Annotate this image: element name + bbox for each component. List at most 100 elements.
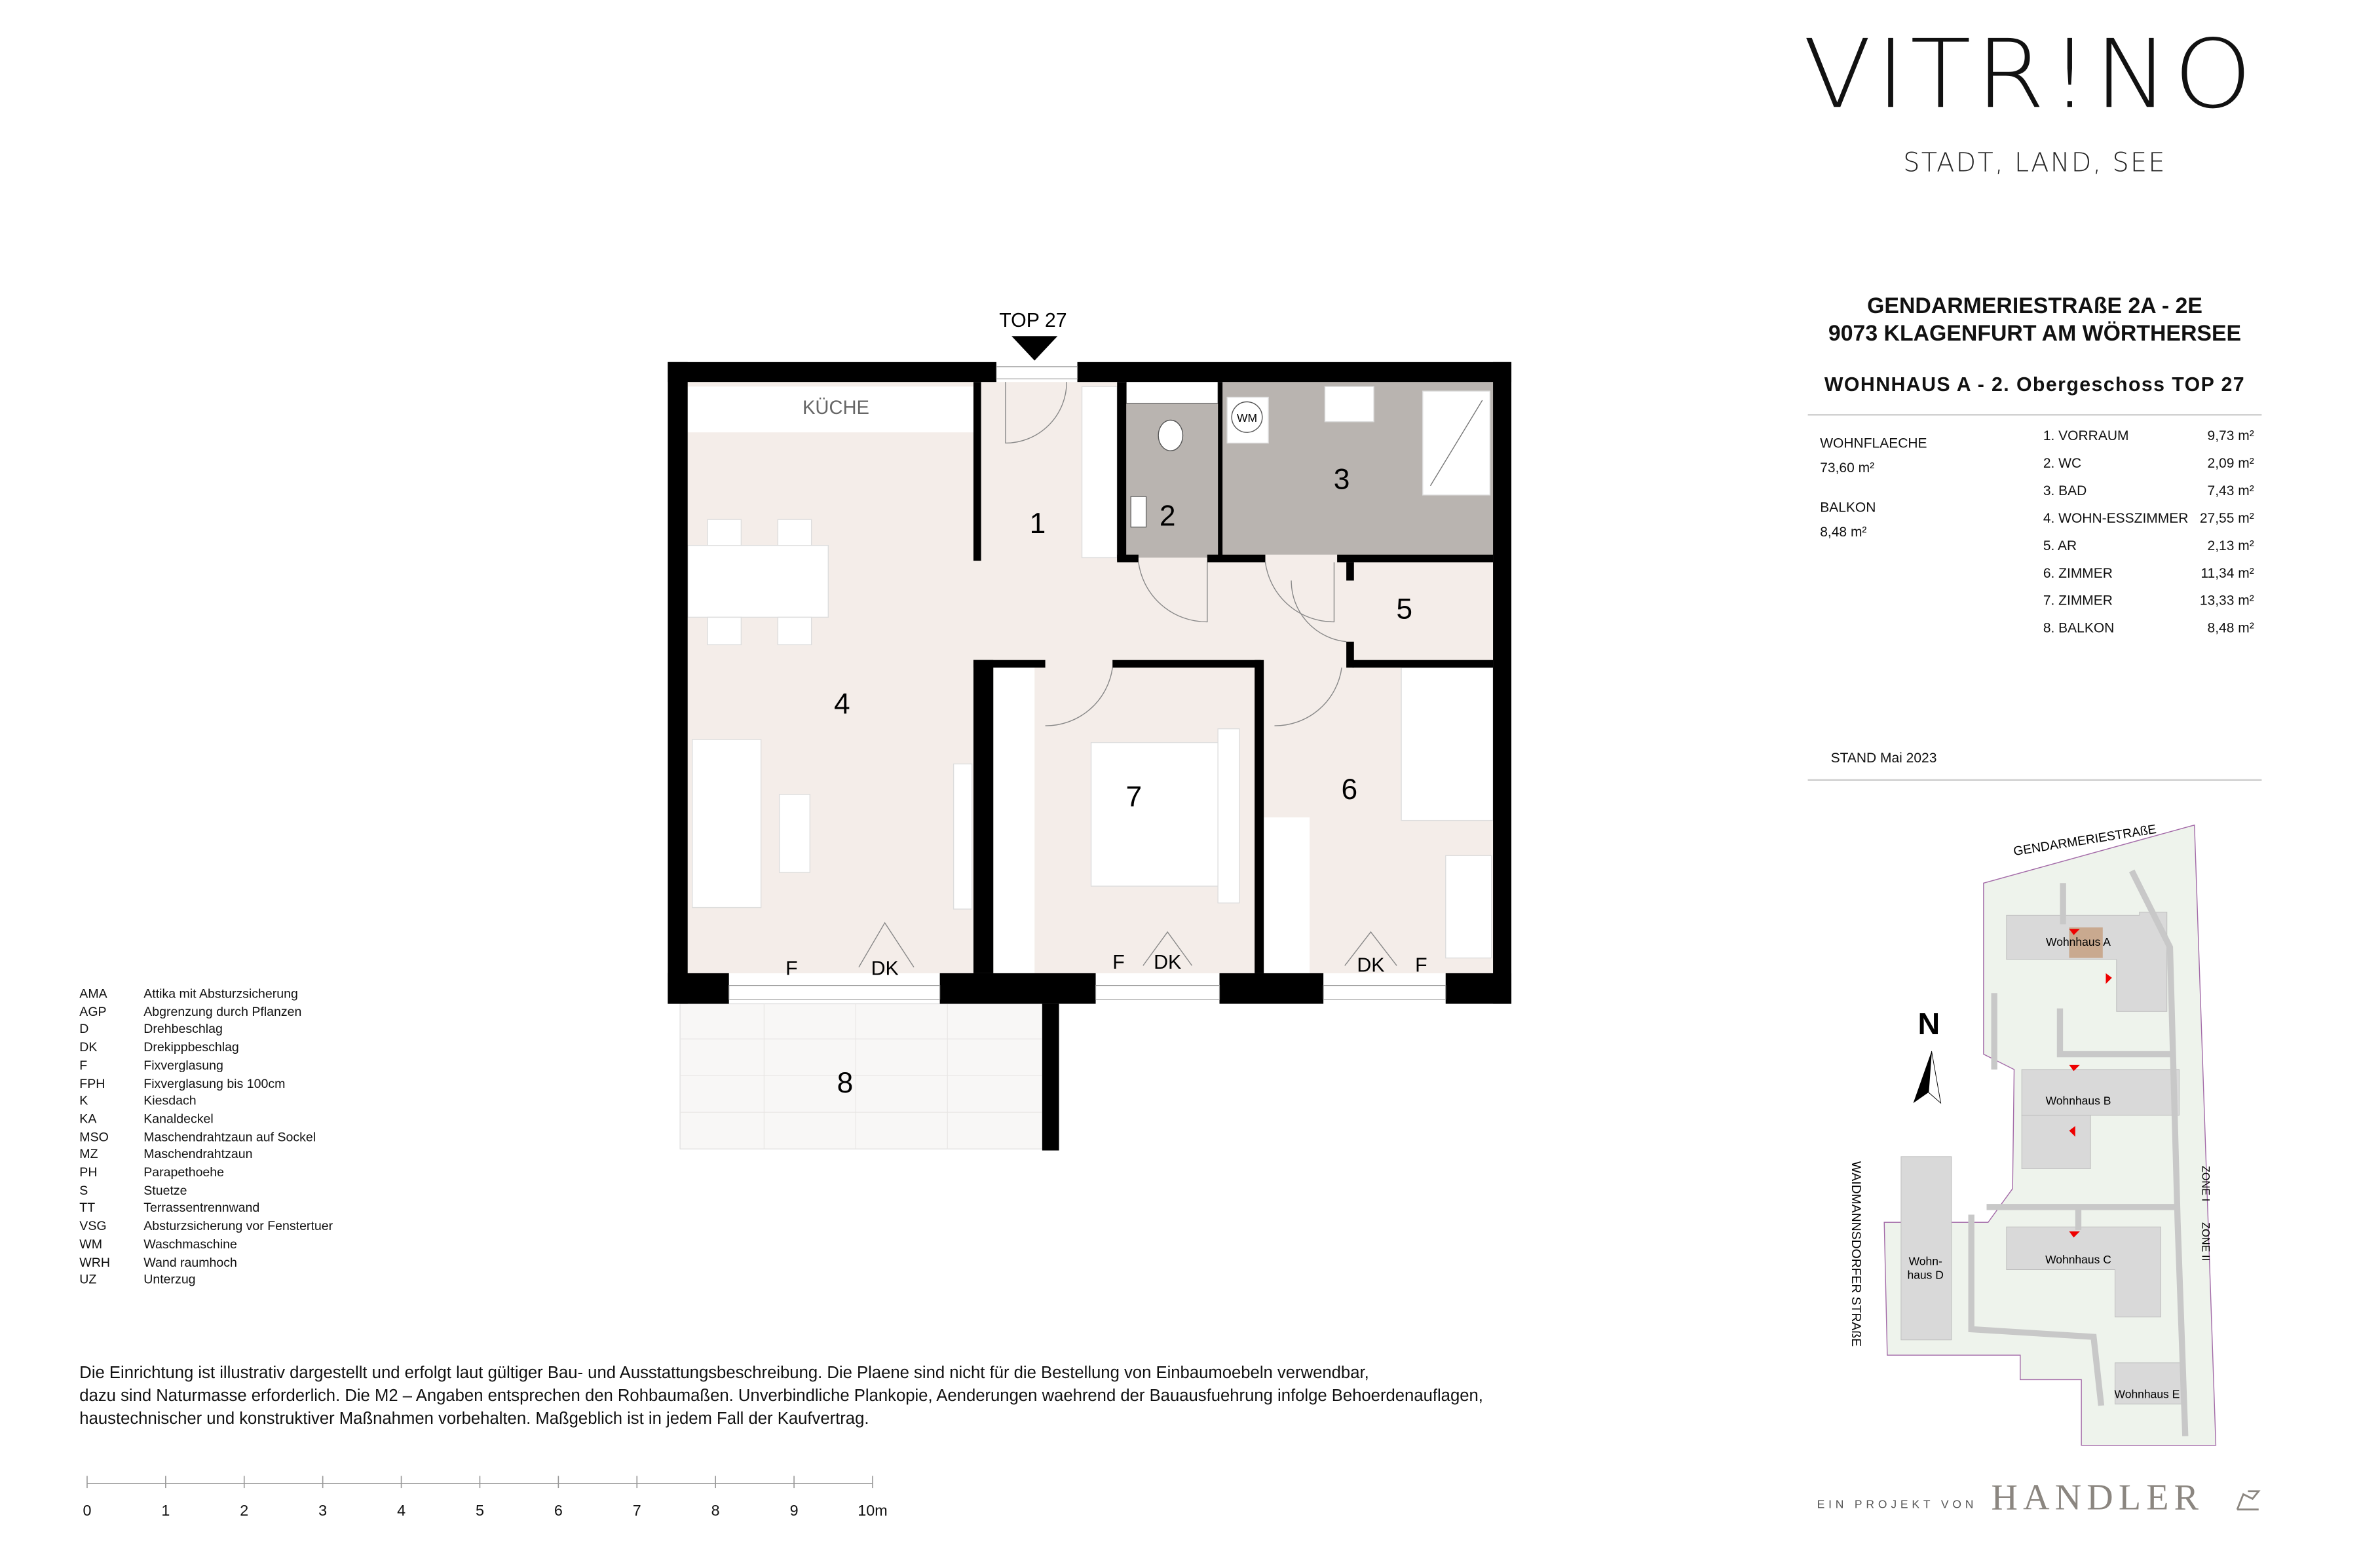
legend-text: Absturzsicherung vor Fenstertuer (143, 1218, 333, 1233)
tagline: STADT, LAND, SEE (1903, 148, 2166, 179)
disclaimer: Die Einrichtung ist illustrativ dargeste… (79, 1363, 1577, 1432)
scale-bar (86, 1476, 873, 1489)
legend-text: Waschmaschine (143, 1235, 237, 1252)
room-name: 6. ZIMMER (2043, 565, 2113, 581)
legend-abbr: UZ (79, 1271, 97, 1287)
sink-icon (1130, 496, 1147, 528)
legend-text: Maschendrahtzaun auf Sockel (143, 1128, 316, 1144)
site-building-b (2021, 1069, 2180, 1116)
room-name: 8. BALKON (2043, 620, 2115, 636)
legend-abbr: MZ (79, 1146, 98, 1162)
room-number-3: 3 (1334, 463, 1350, 495)
zone-2-label: ZONE II (2199, 1222, 2211, 1261)
room-numbers: 1 2 3 4 5 6 7 8 (834, 463, 1412, 1098)
legend-text: Parapethoehe (143, 1164, 225, 1180)
legend-abbr: WM (79, 1235, 103, 1252)
entrance-arrow-icon (1011, 336, 1058, 361)
room-name: 5. AR (2043, 538, 2077, 553)
site-label-a: Wohnhaus A (2046, 935, 2111, 948)
address-line-1: GENDARMERIESTRAßE 2A - 2E (1867, 295, 2202, 320)
scale-label: 2 (240, 1503, 249, 1521)
legend-item: D Drehbeschlag (79, 1021, 223, 1036)
svg-text:F: F (1112, 952, 1125, 973)
legend-text: Drehbeschlag (143, 1021, 223, 1037)
balkon-value: 8,48 m² (1820, 524, 1867, 540)
svg-text:F: F (785, 958, 798, 979)
site-building-d (1900, 1156, 1952, 1341)
room-name: 7. ZIMMER (2043, 593, 2113, 608)
door-swings (858, 382, 1397, 967)
site-label-b: Wohnhaus B (2046, 1094, 2111, 1108)
scale-label: 9 (789, 1503, 799, 1521)
disclaimer-line: Die Einrichtung ist illustrativ dargeste… (79, 1364, 1369, 1383)
legend-text: Kanaldeckel (143, 1110, 214, 1126)
legend-text: Drekippbeschlag (143, 1039, 239, 1055)
scale-label: 7 (632, 1503, 641, 1521)
scale-label: 4 (397, 1503, 406, 1521)
legend-text: Abgrenzung durch Pflanzen (143, 1003, 302, 1019)
handler-emblem-icon (2236, 1490, 2261, 1511)
legend-abbr: AGP (79, 1003, 107, 1019)
washing-machine-icon (1231, 401, 1263, 433)
legend-text: Attika mit Absturzsicherung (143, 985, 298, 1001)
site-building-e (2114, 1362, 2184, 1405)
address-line-2: 9073 KLAGENFURT AM WÖRTHERSEE (1828, 322, 2242, 347)
legend-text: Fixverglasung bis 100cm (143, 1075, 286, 1091)
legend-abbr: FPH (79, 1075, 105, 1091)
legend-text: Fixverglasung (143, 1056, 223, 1073)
vitrino-logo: VITR!NO (1803, 18, 2257, 130)
svg-text:DK: DK (1154, 952, 1181, 973)
site-plan: GENDARMERIESTRAßE WAIDMANNSDORFER STRAßE… (1849, 822, 2217, 1446)
legend-item: KA Kanaldeckel (79, 1111, 213, 1126)
handler-logo: HANDLER (1991, 1479, 2204, 1519)
room-name: 1. VORRAUM (2043, 428, 2129, 443)
room-number-5: 5 (1396, 593, 1412, 625)
legend-text: Unterzug (143, 1271, 196, 1287)
legend-abbr: D (79, 1021, 89, 1037)
room-number-4: 4 (834, 688, 850, 720)
site-label-d: Wohn-haus D (1907, 1254, 1943, 1281)
legend-abbr: K (79, 1092, 88, 1108)
site-building-a (2006, 912, 2168, 1012)
legend-abbr: VSG (79, 1218, 107, 1233)
room-number-8: 8 (837, 1067, 854, 1099)
room-area: 7,43 m² (2207, 483, 2254, 498)
wardrobe (993, 667, 1035, 973)
divider (1807, 414, 2262, 416)
ein-projekt-von: EIN PROJEKT VON (1817, 1497, 1978, 1512)
room-name: 3. BAD (2043, 483, 2087, 498)
street-waidmannsdorfer: WAIDMANNSDORFER STRAßE (1849, 1161, 1863, 1347)
toilet-icon (1158, 419, 1184, 451)
north-label: N (1918, 1007, 1940, 1041)
legend-item: WM Waschmaschine (79, 1236, 237, 1251)
legend-item: AGP Abgrenzung durch Pflanzen (79, 1003, 301, 1018)
svg-text:F: F (1415, 955, 1427, 977)
scale-label: 1 (161, 1503, 170, 1521)
room-number-6: 6 (1341, 774, 1357, 806)
room-area: 2,09 m² (2207, 455, 2254, 471)
legend-text: Stuetze (143, 1182, 187, 1198)
svg-text:DK: DK (871, 958, 899, 979)
site-label-e: Wohnhaus E (2115, 1387, 2180, 1400)
legend-item: VSG Absturzsicherung vor Fenstertuer (79, 1218, 333, 1233)
legend-abbr: S (79, 1182, 88, 1198)
legend-abbr: KA (79, 1110, 97, 1126)
wohnflaeche-value: 73,60 m² (1820, 460, 1875, 476)
legend-item: S Stuetze (79, 1182, 187, 1197)
room-area: 27,55 m² (2199, 510, 2254, 526)
